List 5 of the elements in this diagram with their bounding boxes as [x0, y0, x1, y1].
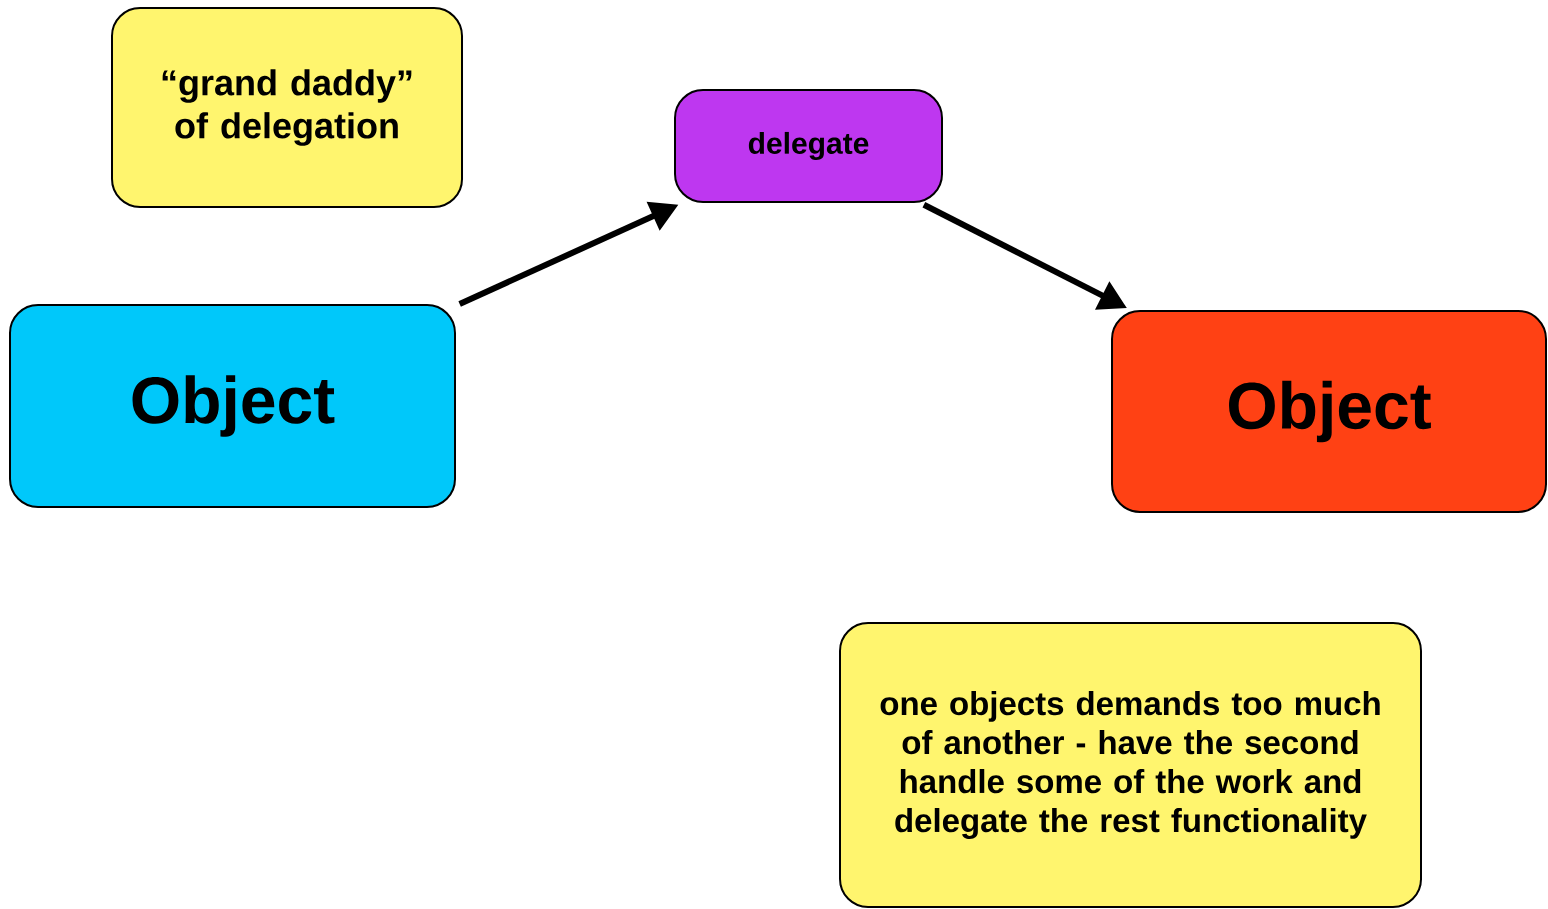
note-box: one objects demands too much of another - have the second handle some of the work and delegate the rest functionality [839, 622, 1422, 908]
object-box: Object [1111, 310, 1547, 513]
object-box: Object [9, 304, 456, 508]
delegate-box: delegate [674, 89, 943, 203]
note-box: “grand daddy” of delegation [111, 7, 463, 208]
